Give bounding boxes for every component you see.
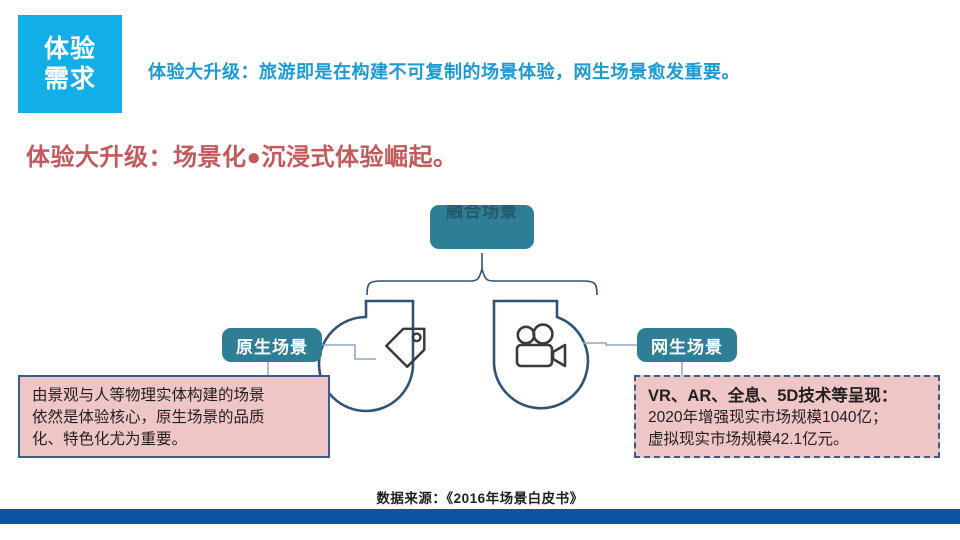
node-web-scene[interactable]: 网生场景 — [637, 328, 737, 362]
footer-bar — [0, 509, 960, 524]
badge-line-2: 需求 — [43, 65, 96, 93]
subheadline-text: 体验大升级：场景化●沉浸式体验崛起。 — [26, 144, 458, 171]
left-scene-shape — [317, 299, 415, 413]
callout-left-line-2: 依然是体验核心，原生场景的品质 — [32, 409, 265, 426]
callout-native-scene: 由景观与人等物理实体构建的场景 依然是体验核心，原生场景的品质 化、特色化尤为重… — [18, 375, 330, 458]
node-web-label: 网生场景 — [651, 337, 723, 357]
badge-line-1: 体验 — [43, 35, 96, 63]
callout-right-heading: VR、AR、全息、5D技术等呈现： — [648, 387, 898, 405]
node-fusion-label: 融合场景 — [446, 205, 518, 221]
right-elbow-connector — [583, 342, 637, 346]
headline-text: 体验大升级：旅游即是在构建不可复制的场景体验，网生场景愈发重要。 — [148, 62, 740, 82]
source-note: 数据来源：《2016年场景白皮书》 — [376, 491, 584, 506]
brace-connector — [366, 266, 598, 296]
callout-left-line-3: 化、特色化尤为重要。 — [32, 431, 188, 448]
callout-left-line-1: 由景观与人等物理实体构建的场景 — [32, 387, 265, 404]
node-fusion-scene[interactable]: 融合场景 — [430, 205, 534, 249]
node-native-label: 原生场景 — [236, 337, 308, 357]
callout-right-line-2: 虚拟现实市场规模42.1亿元。 — [648, 431, 849, 448]
callout-right-line-1: 2020年增强现实市场规模1040亿； — [648, 409, 888, 426]
section-badge: 体验 需求 — [18, 15, 122, 113]
right-scene-shape — [492, 299, 590, 410]
callout-web-scene: VR、AR、全息、5D技术等呈现： 2020年增强现实市场规模1040亿； 虚拟… — [634, 375, 940, 458]
price-tag-icon — [385, 327, 426, 369]
scene-diagram: 融合场景 原生场景 网生场景 — [0, 185, 960, 485]
left-elbow-connector — [322, 344, 376, 360]
movie-camera-icon — [515, 323, 567, 368]
node-native-scene[interactable]: 原生场景 — [222, 328, 322, 362]
diagram-connectors — [267, 253, 683, 413]
